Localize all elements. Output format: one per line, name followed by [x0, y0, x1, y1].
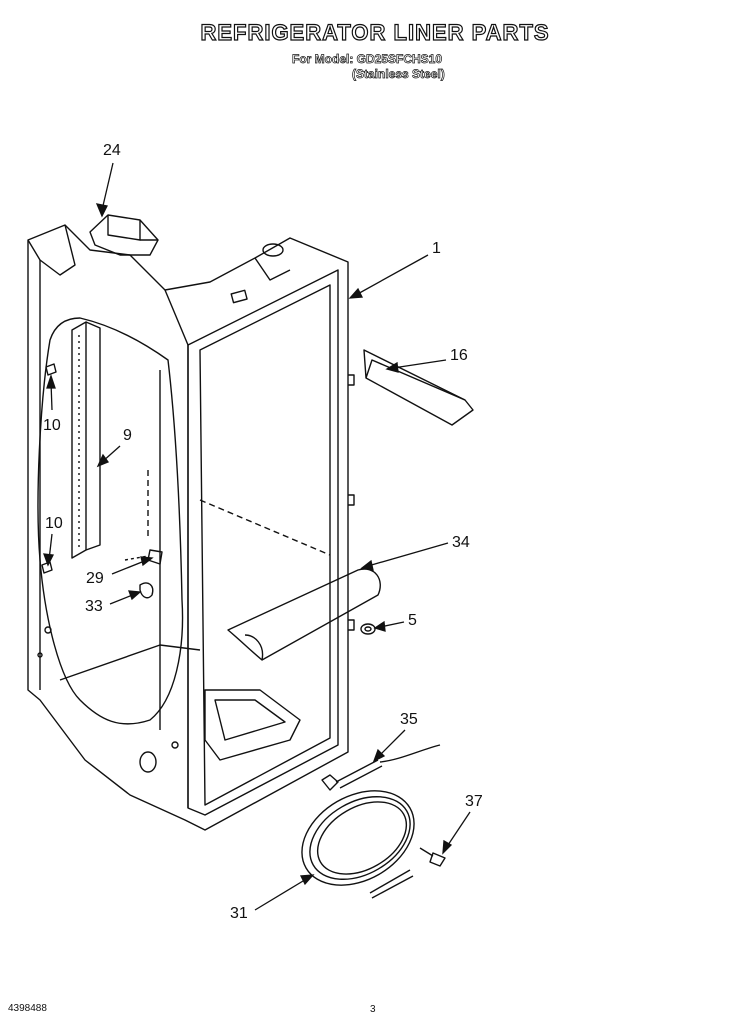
callout-34: 34 — [452, 534, 470, 551]
arrow-29 — [140, 556, 154, 567]
coiled-tubing — [301, 790, 415, 899]
callout-29: 29 — [86, 570, 104, 587]
callout-33: 33 — [85, 598, 103, 615]
arrow-10b — [43, 553, 54, 567]
leader-34 — [367, 542, 449, 567]
liner-shell — [27, 224, 355, 831]
arrow-37 — [442, 839, 453, 855]
page-title: REFRIGERATOR LINER PARTS — [200, 19, 550, 45]
arrow-9 — [96, 453, 110, 468]
document-number: 4398488 — [8, 1003, 47, 1014]
leader-24 — [101, 162, 114, 211]
callout-9: 9 — [123, 427, 132, 444]
arrow-16 — [385, 361, 399, 373]
control-housing — [89, 214, 159, 256]
clip-29 — [147, 549, 163, 565]
callout-10-bottom: 10 — [45, 515, 63, 532]
trim-part — [363, 349, 474, 426]
arrow-34 — [360, 559, 374, 571]
page-number: 3 — [370, 1004, 376, 1015]
leader-31 — [254, 877, 309, 911]
grommet — [360, 623, 376, 635]
callout-37: 37 — [465, 793, 483, 810]
screw-37 — [419, 847, 446, 867]
arrow-35 — [372, 748, 386, 763]
arrow-1 — [348, 287, 364, 299]
arrow-33 — [128, 590, 142, 601]
leader-29 — [111, 559, 148, 575]
arrow-10a — [46, 373, 56, 389]
callout-31: 31 — [230, 905, 248, 922]
callout-10-top: 10 — [43, 417, 61, 434]
screw-10-top — [45, 363, 57, 376]
arrow-5 — [373, 620, 386, 632]
crisper-cover — [227, 568, 381, 661]
callout-16: 16 — [450, 347, 468, 364]
variant-line: (Stainless Steel) — [352, 67, 445, 82]
arrow-31 — [299, 874, 315, 886]
leader-37 — [445, 811, 471, 849]
side-rail — [71, 321, 101, 559]
side-tubing — [37, 317, 184, 725]
callout-35: 35 — [400, 711, 418, 728]
leader-16 — [392, 359, 447, 369]
thermistor-33 — [139, 582, 154, 599]
arrow-24 — [95, 203, 108, 218]
callout-1: 1 — [432, 240, 441, 257]
heater-harness — [321, 744, 441, 791]
model-line: For Model: GD25SFCHS10 — [292, 52, 443, 67]
callout-5: 5 — [408, 612, 417, 629]
leader-35 — [377, 729, 406, 758]
leader-1 — [353, 254, 429, 297]
callout-24: 24 — [103, 142, 121, 159]
